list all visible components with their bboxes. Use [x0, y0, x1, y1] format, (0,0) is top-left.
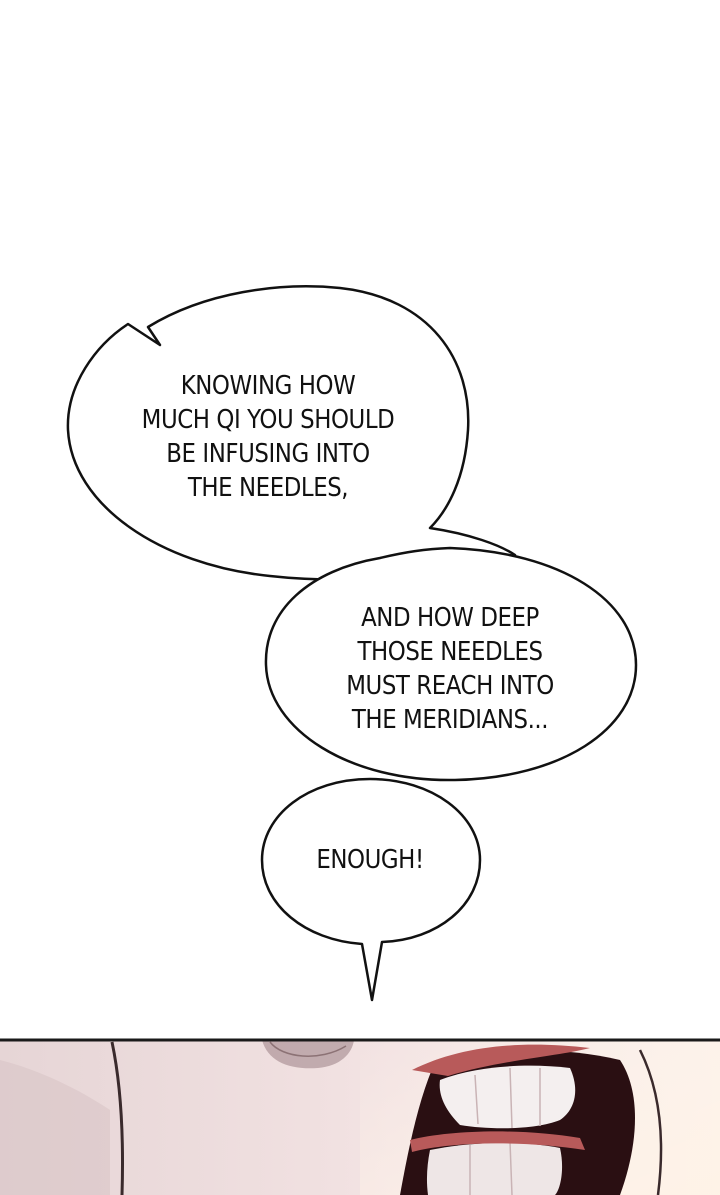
bubble-3-text: ENOUGH!	[282, 843, 458, 877]
bubble-1-line-1: KNOWING HOW	[180, 371, 356, 401]
bubble-1-line-3: BE INFUSING INTO	[166, 439, 370, 469]
bubble-1-text: KNOWING HOW MUCH QI YOU SHOULD BE INFUSI…	[110, 369, 427, 505]
bubble-2-text: AND HOW DEEP THOSE NEEDLES MUST REACH IN…	[292, 601, 609, 737]
bubble-2-line-4: THE MERIDIANS...	[351, 705, 549, 735]
bubble-1-line-2: MUCH QI YOU SHOULD	[141, 405, 395, 435]
speech-bubble-3	[260, 777, 482, 1002]
speech-bubble-1	[66, 285, 517, 581]
bubble-2-line-3: MUST REACH INTO	[346, 671, 554, 701]
speech-bubble-2	[264, 546, 638, 782]
mouth-closeup-panel	[0, 1040, 720, 1195]
bubble-1-line-4: THE NEEDLES,	[187, 473, 349, 503]
bubble-3-line-1: ENOUGH!	[316, 845, 424, 875]
bubble-2-line-1: AND HOW DEEP	[361, 603, 539, 633]
bubble-2-line-2: THOSE NEEDLES	[357, 637, 543, 667]
